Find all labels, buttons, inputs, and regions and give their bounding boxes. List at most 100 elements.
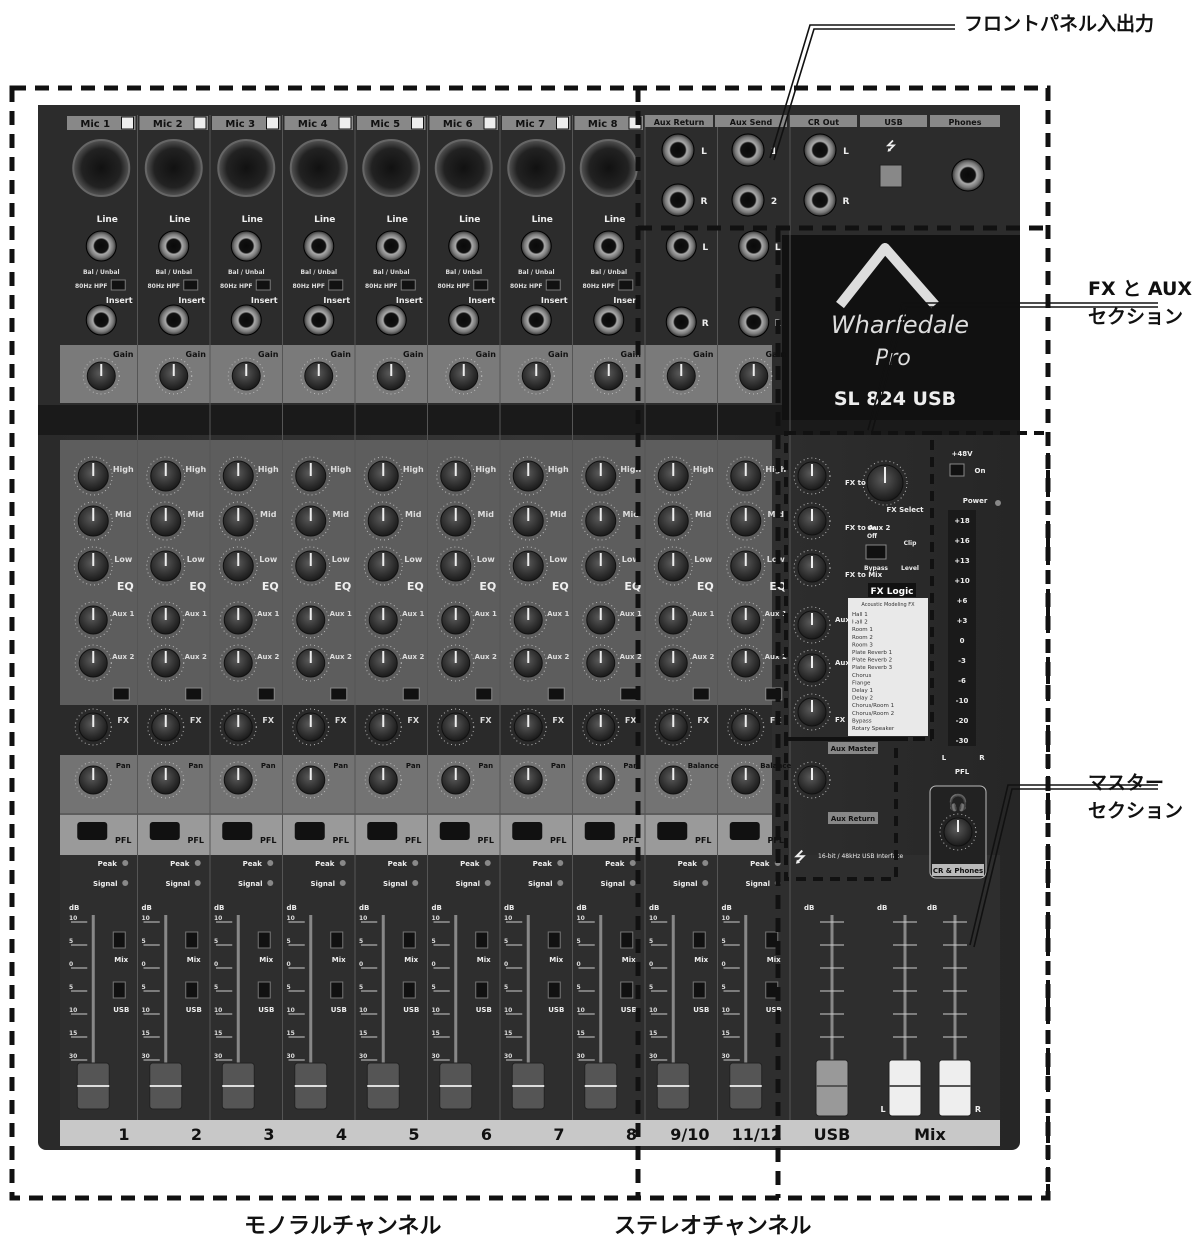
- mix-fader-l-cap[interactable]: [888, 1059, 922, 1117]
- cr-phones-badge: [932, 864, 984, 876]
- fader-scale-label: 10: [214, 915, 222, 922]
- knob-scale: [509, 761, 547, 799]
- signal-label: Signal: [528, 880, 553, 888]
- hpf-button[interactable]: [545, 279, 561, 291]
- front-panel-jack: [661, 183, 695, 217]
- mix-assign-button[interactable]: [112, 931, 126, 949]
- mix-assign-button[interactable]: [475, 931, 489, 949]
- phantom-switch[interactable]: [949, 463, 965, 477]
- hpf-button[interactable]: [328, 279, 344, 291]
- mic-pencil-icon: [121, 116, 134, 130]
- pfl-button[interactable]: [439, 822, 470, 840]
- aux1-knob: [727, 601, 765, 639]
- hpf-button[interactable]: [473, 279, 489, 291]
- aux2-knob: [509, 644, 547, 682]
- mix-assign-button[interactable]: [547, 931, 561, 949]
- hpf-label: 80Hz HPF: [293, 283, 325, 290]
- fader-scale-label: 10: [432, 1007, 440, 1014]
- eq-high-label: High: [548, 465, 569, 474]
- usb-assign-button[interactable]: [330, 981, 344, 999]
- aux1-label: Aux 1: [765, 610, 787, 618]
- knob-scale: [372, 357, 410, 395]
- channel-number: 11/12: [732, 1125, 782, 1144]
- knob-scale: [793, 502, 831, 540]
- hpf-button[interactable]: [400, 279, 416, 291]
- jack-label-l: L: [775, 243, 781, 253]
- fx-bypass-button[interactable]: [865, 544, 887, 560]
- pre-post-button[interactable]: [330, 687, 348, 701]
- pre-post-button[interactable]: [257, 687, 275, 701]
- hpf-button[interactable]: [110, 279, 126, 291]
- knob-scale: [582, 601, 620, 639]
- pre-post-button[interactable]: [112, 687, 130, 701]
- mix-assign-button[interactable]: [257, 931, 271, 949]
- fader-scale-label: 10: [722, 1007, 730, 1014]
- mix-fader-r-cap[interactable]: [938, 1059, 972, 1117]
- meter-scale-label: +10: [954, 577, 970, 585]
- usb-assign-button[interactable]: [475, 981, 489, 999]
- mic-label-bg: [574, 116, 643, 130]
- pfl-button[interactable]: [367, 822, 398, 840]
- pre-post-button[interactable]: [185, 687, 203, 701]
- usb-assign-button[interactable]: [402, 981, 416, 999]
- eq-low-knob: [581, 546, 621, 586]
- fx-label: FX: [335, 716, 347, 725]
- db-label: dB: [722, 904, 732, 912]
- pre-post-button[interactable]: [402, 687, 420, 701]
- pre-post-button[interactable]: [547, 687, 565, 701]
- usb-assign-button[interactable]: [547, 981, 561, 999]
- hpf-button[interactable]: [183, 279, 199, 291]
- hpf-button[interactable]: [255, 279, 271, 291]
- knob-scale: [74, 644, 112, 682]
- knob-scale: [436, 456, 476, 496]
- gain-label: Gain: [403, 350, 424, 359]
- gain-label: Gain: [693, 350, 714, 359]
- pfl-label: PFL: [768, 836, 784, 845]
- peak-label: Peak: [750, 860, 770, 868]
- mix-assign-button[interactable]: [330, 931, 344, 949]
- eq-low-knob: [508, 546, 548, 586]
- mix-assign-button[interactable]: [185, 931, 199, 949]
- mix-assign-button[interactable]: [402, 931, 416, 949]
- fx-master-label: FX: [835, 716, 846, 724]
- eq-high-label: High: [693, 465, 714, 474]
- usb-assign-button[interactable]: [257, 981, 271, 999]
- hpf-button[interactable]: [618, 279, 634, 291]
- knob-scale: [581, 456, 621, 496]
- cr-phones-label: CR & Phones: [933, 867, 983, 875]
- usb-assign-button[interactable]: [112, 981, 126, 999]
- pfl-button[interactable]: [222, 822, 253, 840]
- usb-interface-icon: ⭍: [794, 850, 806, 866]
- callout-fx-aux-line2: セクション: [1088, 305, 1184, 328]
- mix-assign-button[interactable]: [692, 931, 706, 949]
- mix-assign-button[interactable]: [765, 931, 779, 949]
- mix-assign-button[interactable]: [620, 931, 634, 949]
- label-stereo-channel: ステレオチャンネル: [614, 1214, 812, 1239]
- knob-scale: [437, 644, 475, 682]
- fader-scale-label: 15: [722, 1030, 730, 1037]
- usb-assign-button[interactable]: [692, 981, 706, 999]
- pfl-button[interactable]: [584, 822, 615, 840]
- insert-label: Insert: [613, 296, 640, 305]
- fader-scale-label: 15: [69, 1030, 77, 1037]
- pre-post-button[interactable]: [620, 687, 638, 701]
- pfl-button[interactable]: [657, 822, 688, 840]
- pfl-button[interactable]: [512, 822, 543, 840]
- knob-scale: [363, 501, 403, 541]
- pfl-button[interactable]: [77, 822, 108, 840]
- usb-assign-button[interactable]: [185, 981, 199, 999]
- fx-select-knob: [862, 460, 908, 506]
- usb-assign-button[interactable]: [620, 981, 634, 999]
- eq-high-label: High: [620, 465, 641, 474]
- pre-post-button[interactable]: [692, 687, 710, 701]
- pfl-button[interactable]: [729, 822, 760, 840]
- gain-label: Gain: [331, 350, 352, 359]
- eq-mid-label: Mid: [333, 510, 350, 519]
- pre-post-button[interactable]: [475, 687, 493, 701]
- db-label: dB: [927, 904, 937, 912]
- pfl-button[interactable]: [294, 822, 325, 840]
- pfl-button[interactable]: [149, 822, 180, 840]
- pfl-label: PFL: [333, 836, 349, 845]
- usb-return-fader-cap[interactable]: [815, 1059, 849, 1117]
